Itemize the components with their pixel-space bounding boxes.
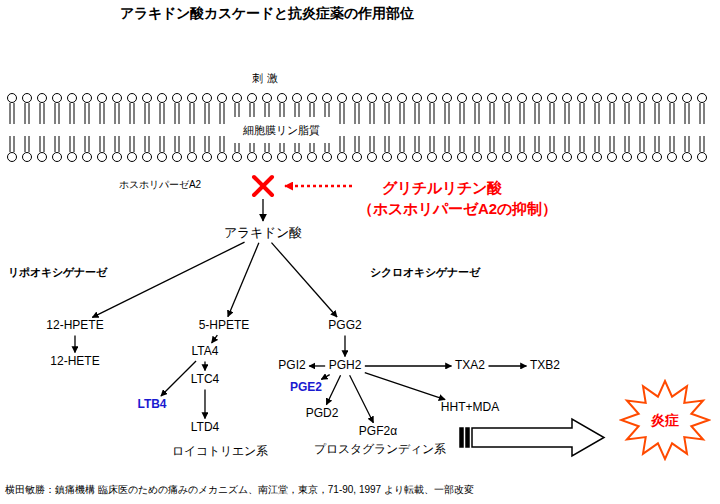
node-text: PGD2 xyxy=(306,407,339,421)
reaction-arrow xyxy=(228,243,259,317)
reaction-arrow xyxy=(271,243,337,317)
node-text: アラキドン酸 xyxy=(224,226,302,241)
release-arrow xyxy=(262,199,263,221)
reaction-arrow xyxy=(321,375,329,380)
label: 刺 激 xyxy=(252,72,277,85)
label: プロスタグランディン系 xyxy=(314,443,446,457)
node-text: 12-HPETE xyxy=(46,319,103,333)
compound-node: LTD4 xyxy=(189,420,221,436)
compound-node: PGG2 xyxy=(326,318,363,334)
node-text: PGH2 xyxy=(329,359,362,373)
reaction-arrow xyxy=(309,365,325,366)
compound-node: PGH2 xyxy=(327,358,364,374)
compound-node: HHT+MDA xyxy=(439,400,501,416)
inhibition-cross xyxy=(254,177,272,195)
compound-node: LTB4 xyxy=(135,397,168,413)
compound-node: PGF2α xyxy=(357,424,399,440)
label: （ホスホリパーゼA2の抑制） xyxy=(358,200,557,217)
label: ロイコトリエン系 xyxy=(172,445,268,459)
reaction-arrow xyxy=(74,335,75,352)
node-text: PGF2α xyxy=(359,425,397,439)
compound-node: PGI2 xyxy=(276,358,307,374)
compound-node: LTA4 xyxy=(190,344,221,360)
node-text: TXB2 xyxy=(530,359,560,373)
reaction-arrow xyxy=(365,365,452,366)
caption: 横田敏勝：鎮痛機構 臨床医のための痛みのメカニズム、南江堂，東京，71-90, … xyxy=(5,484,474,496)
node-text: HHT+MDA xyxy=(441,401,499,415)
reaction-arrow xyxy=(212,335,218,343)
compound-node: TXA2 xyxy=(453,358,487,374)
inflammation-burst: 炎症 xyxy=(619,379,711,461)
node-text: LTD4 xyxy=(191,421,219,435)
reaction-arrow xyxy=(350,375,374,423)
node-text: 5-HPETE xyxy=(199,319,250,333)
reaction-arrow xyxy=(326,375,340,404)
reaction-arrow xyxy=(204,361,205,370)
block-arrow xyxy=(460,419,604,456)
compound-node: 12-HPETE xyxy=(44,318,105,334)
compound-node: 12-HETE xyxy=(48,354,101,370)
title: アラキドン酸カスケードと抗炎症薬の作用部位 xyxy=(120,5,414,21)
node-text: 12-HETE xyxy=(50,355,99,369)
node-text: PGI2 xyxy=(278,359,305,373)
node-text: 炎症 xyxy=(651,412,679,428)
label: グリチルリチン酸 xyxy=(382,179,502,196)
reaction-arrow xyxy=(344,335,345,356)
node-text: PGE2 xyxy=(290,381,322,395)
node-text: LTC4 xyxy=(191,373,219,387)
inhibitor-arrow xyxy=(285,185,352,188)
node-text: LTB4 xyxy=(137,398,166,412)
label: ホスホリパーゼA2 xyxy=(119,179,201,191)
reaction-arrow xyxy=(92,242,244,317)
label: 細胞膜リン脂質 xyxy=(241,124,322,137)
compound-node: PGE2 xyxy=(288,380,324,396)
reaction-arrow xyxy=(489,365,527,366)
compound-node: TXB2 xyxy=(528,358,562,374)
cell-membrane xyxy=(8,94,707,162)
reaction-arrow xyxy=(204,389,205,418)
node-text: TXA2 xyxy=(455,359,485,373)
compound-node: 5-HPETE xyxy=(197,318,252,334)
compound-node: LTC4 xyxy=(189,372,221,388)
label: シクロオキシゲナーゼ xyxy=(370,266,480,279)
node-text: PGG2 xyxy=(328,319,361,333)
compound-node: アラキドン酸 xyxy=(222,225,304,242)
node-text: LTA4 xyxy=(192,345,219,359)
label: リポオキシゲナーゼ xyxy=(8,266,107,279)
compound-node: PGD2 xyxy=(304,406,341,422)
reaction-arrow xyxy=(365,373,445,400)
